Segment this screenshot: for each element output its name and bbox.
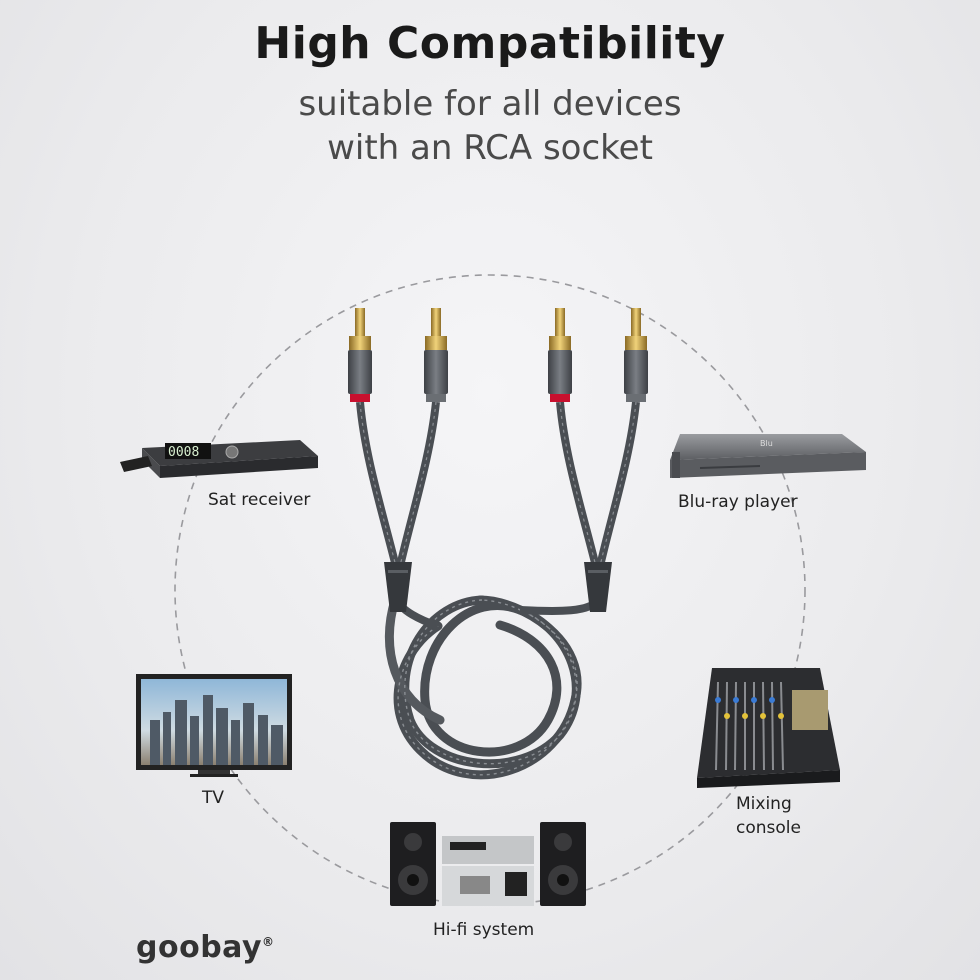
brand-logo-text: goobay <box>136 930 263 965</box>
rca-plug-2-icon <box>424 308 448 402</box>
tv-icon <box>136 674 292 777</box>
cable-right-y <box>519 401 640 615</box>
registered-mark: ® <box>262 935 275 949</box>
rca-plug-4-icon <box>624 308 648 402</box>
page-title: High Compatibility <box>254 18 726 69</box>
splitter-right-icon <box>584 562 612 612</box>
sat-receiver-icon: 0008 <box>120 440 318 478</box>
label-sat-receiver: Sat receiver <box>208 490 311 510</box>
brand-logo: goobay® <box>136 930 275 965</box>
bluray-player-icon: Blu <box>670 434 866 478</box>
label-bluray-player: Blu-ray player <box>678 492 798 512</box>
connection-circle <box>174 274 806 906</box>
splitter-left-icon <box>384 562 412 612</box>
subtitle-line-1: suitable for all devices <box>298 84 682 124</box>
label-mixing-line1: Mixing <box>736 794 792 814</box>
label-tv: TV <box>202 788 225 808</box>
svg-text:0008: 0008 <box>168 445 199 460</box>
svg-text:Blu: Blu <box>760 439 773 448</box>
cable-coil <box>384 595 582 780</box>
rca-plug-1-icon <box>348 308 372 402</box>
cable-coil-texture <box>397 599 578 776</box>
subtitle-line-2: with an RCA socket <box>327 128 653 168</box>
label-mixing-line2: console <box>736 818 801 838</box>
cable-braid-texture <box>359 401 637 576</box>
rca-plug-3-icon <box>548 308 572 402</box>
label-hifi-system: Hi-fi system <box>433 920 535 940</box>
hifi-system-icon <box>390 822 586 906</box>
mixing-console-icon <box>697 668 840 788</box>
